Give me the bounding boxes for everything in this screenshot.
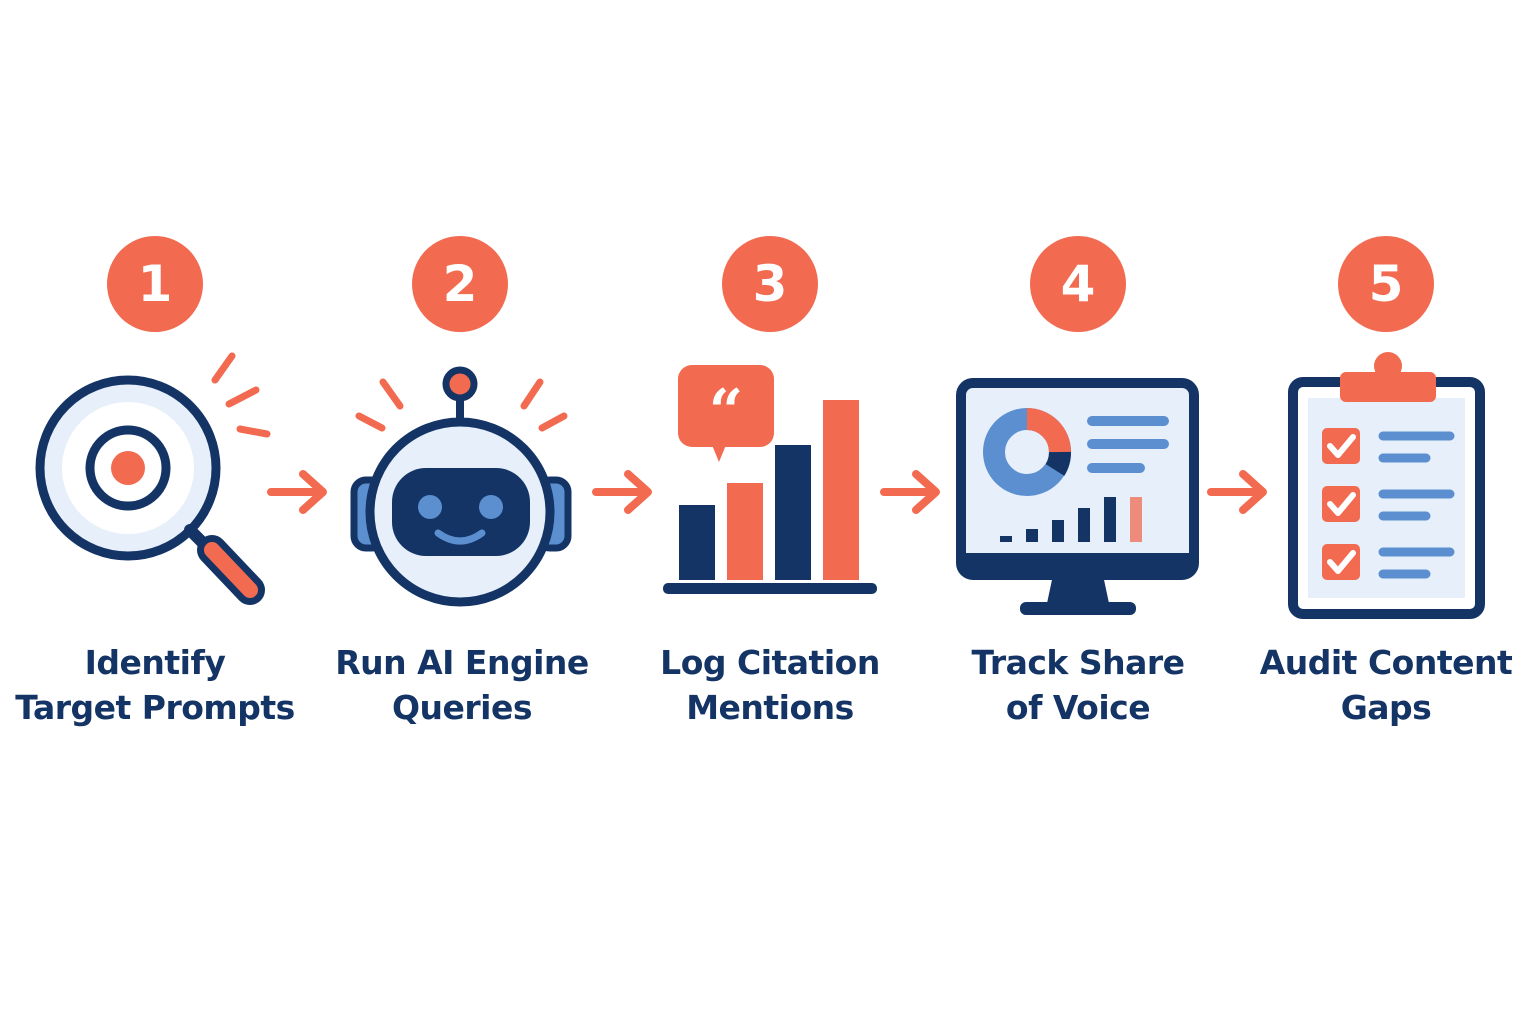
step-1: 1 Identify Target Prompts: [5, 0, 305, 1024]
step-label-line-2: Queries: [391, 688, 533, 727]
step-number-badge: 4: [1030, 236, 1126, 332]
step-label: Run AI Engine Queries: [292, 640, 632, 730]
step-number-badge: 2: [412, 236, 508, 332]
monitor-dashboard-icon: [956, 378, 1199, 615]
step-label: Identify Target Prompts: [0, 640, 325, 730]
svg-text:“: “: [709, 377, 744, 447]
step-label-line-2: Target Prompts: [15, 688, 295, 727]
checkbox-icon: [1322, 544, 1360, 580]
step-label-line-1: Run AI Engine: [335, 643, 589, 682]
step-4: 4 Track Share of Voice: [928, 0, 1228, 1024]
step-number-badge: 5: [1338, 236, 1434, 332]
step-label-line-1: Identify: [84, 643, 226, 682]
step-5: 5 Audit Content Gaps: [1236, 0, 1536, 1024]
step-number-badge: 3: [722, 236, 818, 332]
step-label-line-1: Audit Content: [1259, 643, 1513, 682]
step-number-badge: 1: [107, 236, 203, 332]
clipboard-checklist-icon: [1288, 352, 1485, 619]
step-label-line-2: Gaps: [1340, 688, 1432, 727]
arrow-right-icon: [1207, 470, 1267, 514]
step-label-line-1: Track Share: [971, 643, 1185, 682]
quote-bar-chart-icon: “: [663, 365, 877, 594]
arrow-right-icon: [880, 470, 940, 514]
step-3: 3 “ Log Citation Mentions: [620, 0, 920, 1024]
magnifier-target-icon: [35, 352, 271, 605]
checkbox-icon: [1322, 428, 1360, 464]
arrow-right-icon: [267, 470, 327, 514]
step-label-line-1: Log Citation: [660, 643, 880, 682]
checkbox-icon: [1322, 486, 1360, 522]
robot-icon: [350, 366, 572, 607]
step-label-line-2: Mentions: [686, 688, 854, 727]
step-2: 2 Run AI Engine Queries: [312, 0, 612, 1024]
donut-chart-icon: [983, 408, 1071, 496]
step-label: Log Citation Mentions: [600, 640, 940, 730]
step-label: Track Share of Voice: [908, 640, 1248, 730]
step-label-line-2: of Voice: [1005, 688, 1151, 727]
quote-bubble-icon: “: [678, 365, 774, 462]
step-label: Audit Content Gaps: [1216, 640, 1536, 730]
arrow-right-icon: [592, 470, 652, 514]
